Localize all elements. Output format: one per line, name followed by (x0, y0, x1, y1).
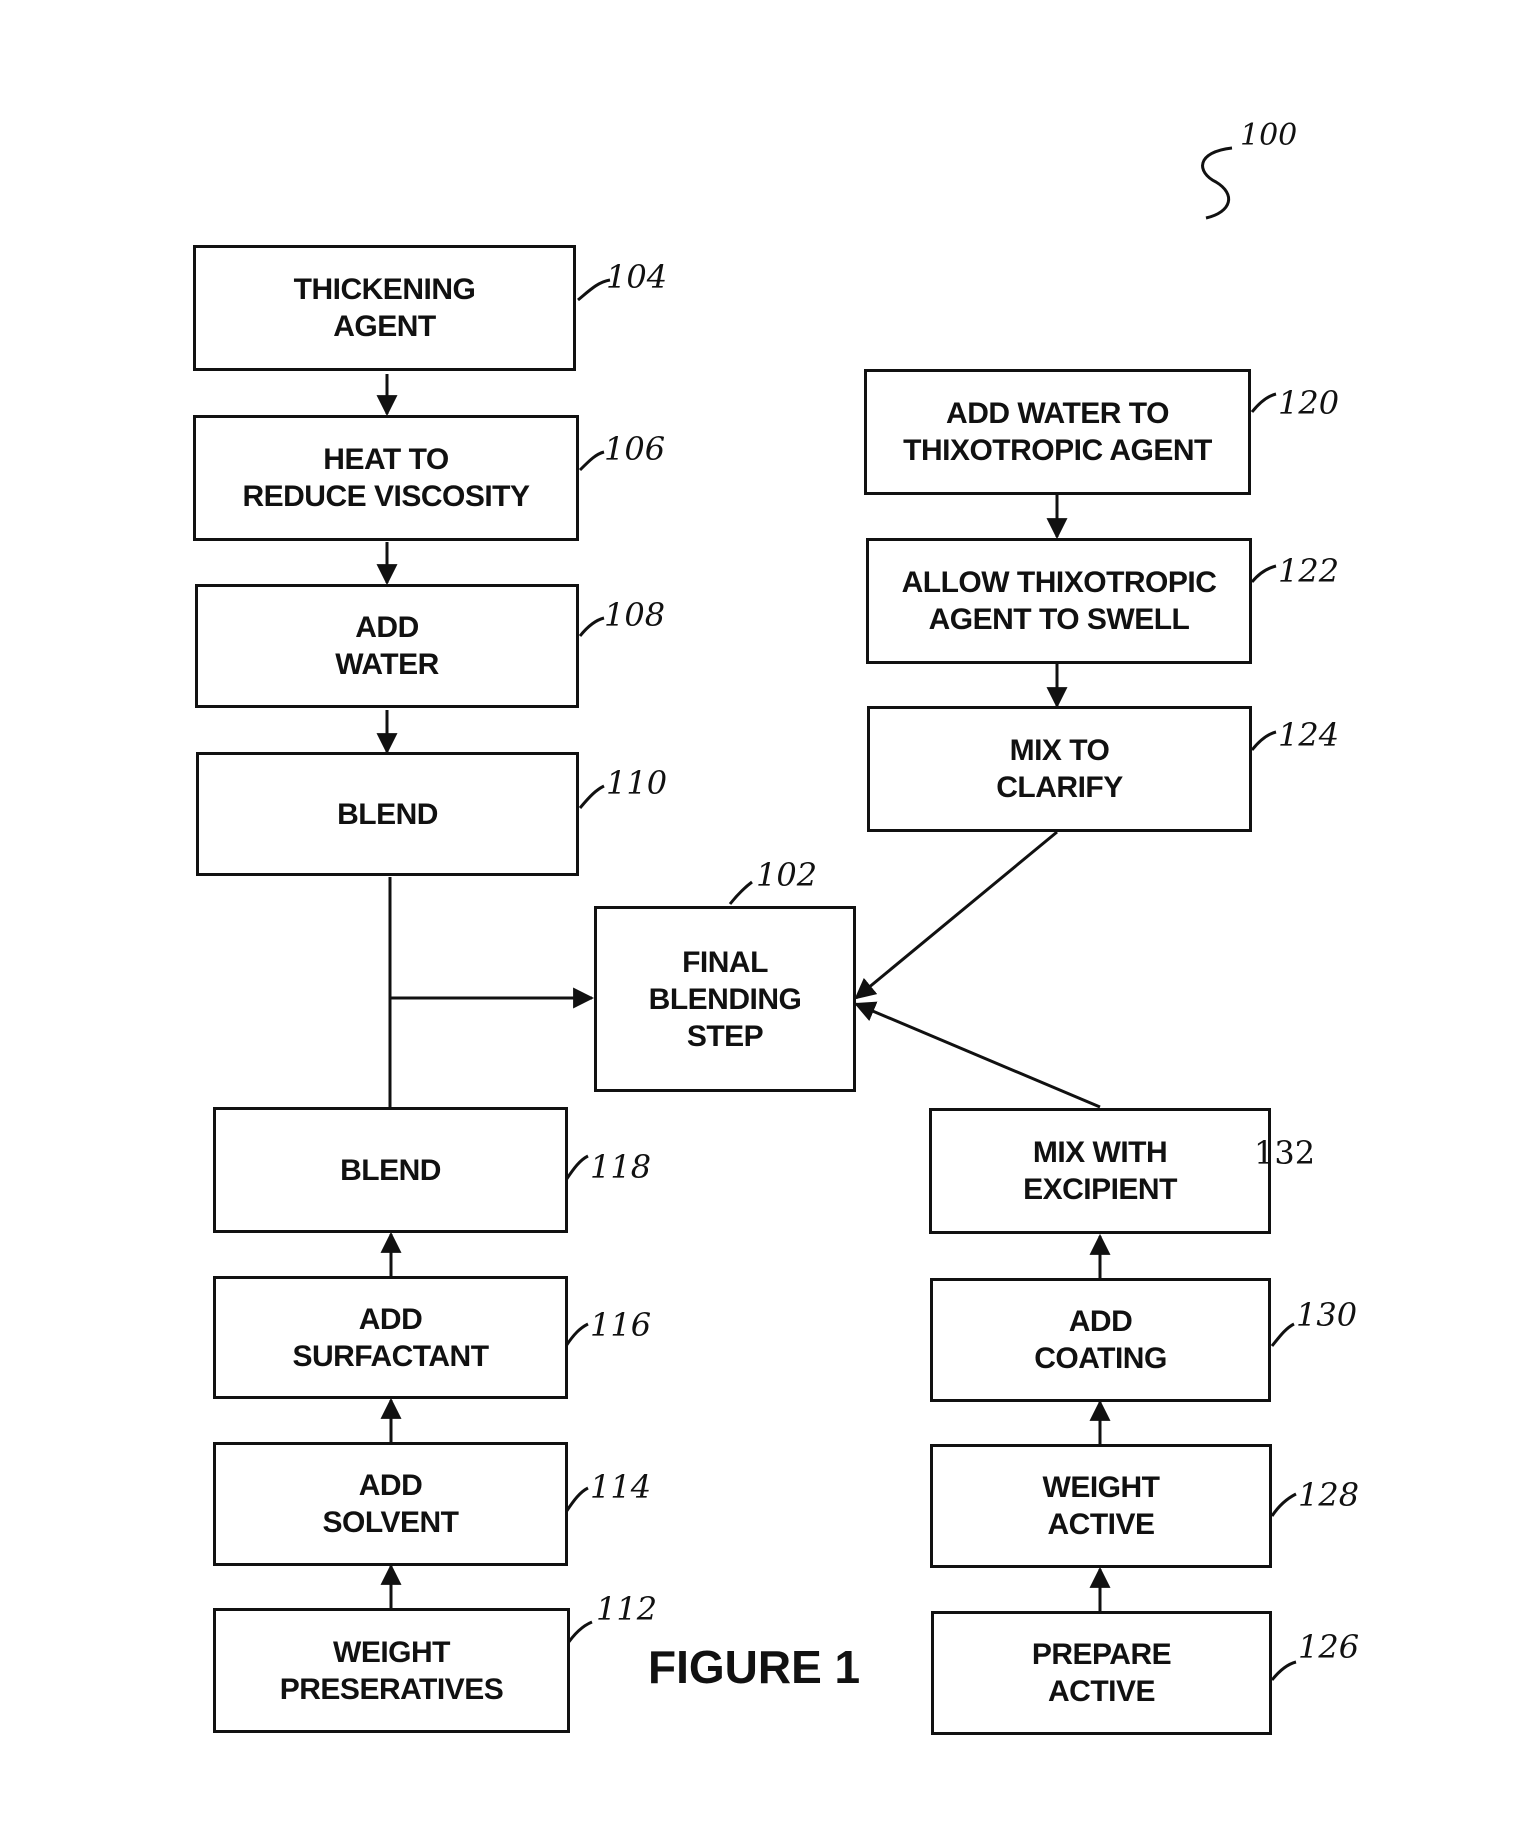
step-box-132: MIX WITH EXCIPIENT (929, 1108, 1271, 1234)
step-box-114: ADD SOLVENT (213, 1442, 568, 1566)
ref-112: 112 (596, 1590, 657, 1628)
leader-126 (1272, 1662, 1296, 1680)
leader-130 (1272, 1324, 1294, 1346)
step-label-130: ADD COATING (1034, 1303, 1167, 1377)
leader-102 (730, 882, 752, 904)
leader-120 (1252, 394, 1276, 412)
arrow-132-102 (856, 1004, 1100, 1107)
ref-124: 124 (1278, 716, 1339, 754)
step-label-128: WEIGHT ACTIVE (1043, 1469, 1160, 1543)
ref-130: 130 (1296, 1296, 1357, 1334)
step-box-128: WEIGHT ACTIVE (930, 1444, 1272, 1568)
step-label-122: ALLOW THIXOTROPIC AGENT TO SWELL (902, 564, 1217, 638)
ref-122: 122 (1278, 552, 1339, 590)
leader-114 (566, 1488, 588, 1512)
step-label-118: BLEND (340, 1152, 441, 1189)
ref-106: 106 (604, 430, 665, 468)
figure-caption: FIGURE 1 (648, 1640, 860, 1694)
step-label-126: PREPARE ACTIVE (1032, 1636, 1171, 1710)
ref-108: 108 (604, 596, 665, 634)
step-label-104: THICKENING AGENT (294, 271, 476, 345)
step-box-104: THICKENING AGENT (193, 245, 576, 371)
step-box-120: ADD WATER TO THIXOTROPIC AGENT (864, 369, 1251, 495)
leader-106 (580, 452, 604, 470)
step-label-102: FINAL BLENDING STEP (649, 944, 802, 1055)
step-label-106: HEAT TO REDUCE VISCOSITY (242, 441, 529, 515)
step-box-122: ALLOW THIXOTROPIC AGENT TO SWELL (866, 538, 1252, 664)
ref-126: 126 (1298, 1628, 1359, 1666)
step-label-110: BLEND (337, 796, 438, 833)
ref-120: 120 (1278, 384, 1339, 422)
step-box-118: BLEND (213, 1107, 568, 1233)
step-label-114: ADD SOLVENT (323, 1467, 459, 1541)
leader-122 (1252, 566, 1276, 582)
step-box-110: BLEND (196, 752, 579, 876)
step-box-108: ADD WATER (195, 584, 579, 708)
step-label-112: WEIGHT PRESERATIVES (280, 1634, 504, 1708)
step-box-124: MIX TO CLARIFY (867, 706, 1252, 832)
step-label-124: MIX TO CLARIFY (996, 732, 1123, 806)
step-box-116: ADD SURFACTANT (213, 1276, 568, 1399)
step-box-102: FINAL BLENDING STEP (594, 906, 856, 1092)
step-label-116: ADD SURFACTANT (292, 1301, 488, 1375)
leader-124 (1252, 732, 1276, 750)
step-label-108: ADD WATER (335, 609, 439, 683)
figure-ref-squiggle (1203, 148, 1232, 218)
step-box-106: HEAT TO REDUCE VISCOSITY (193, 415, 579, 541)
ref-128: 128 (1298, 1476, 1359, 1514)
ref-116: 116 (590, 1306, 651, 1344)
ref-118: 118 (590, 1148, 651, 1186)
leader-108 (580, 618, 604, 636)
ref-110: 110 (606, 764, 667, 802)
ref-102: 102 (756, 856, 817, 894)
step-label-120: ADD WATER TO THIXOTROPIC AGENT (903, 395, 1212, 469)
ref-114: 114 (590, 1468, 651, 1506)
arrow-124-102 (856, 832, 1057, 998)
leader-116 (566, 1324, 588, 1346)
step-label-132: MIX WITH EXCIPIENT (1023, 1134, 1177, 1208)
figure-ref-100: 100 (1240, 118, 1297, 153)
step-box-112: WEIGHT PRESERATIVES (213, 1608, 570, 1733)
step-box-126: PREPARE ACTIVE (931, 1611, 1272, 1735)
leader-110 (580, 786, 604, 808)
ref-132: 132 (1254, 1134, 1315, 1172)
ref-104: 104 (606, 258, 667, 296)
step-box-130: ADD COATING (930, 1278, 1271, 1402)
leader-128 (1272, 1494, 1296, 1516)
leader-118 (566, 1156, 588, 1180)
